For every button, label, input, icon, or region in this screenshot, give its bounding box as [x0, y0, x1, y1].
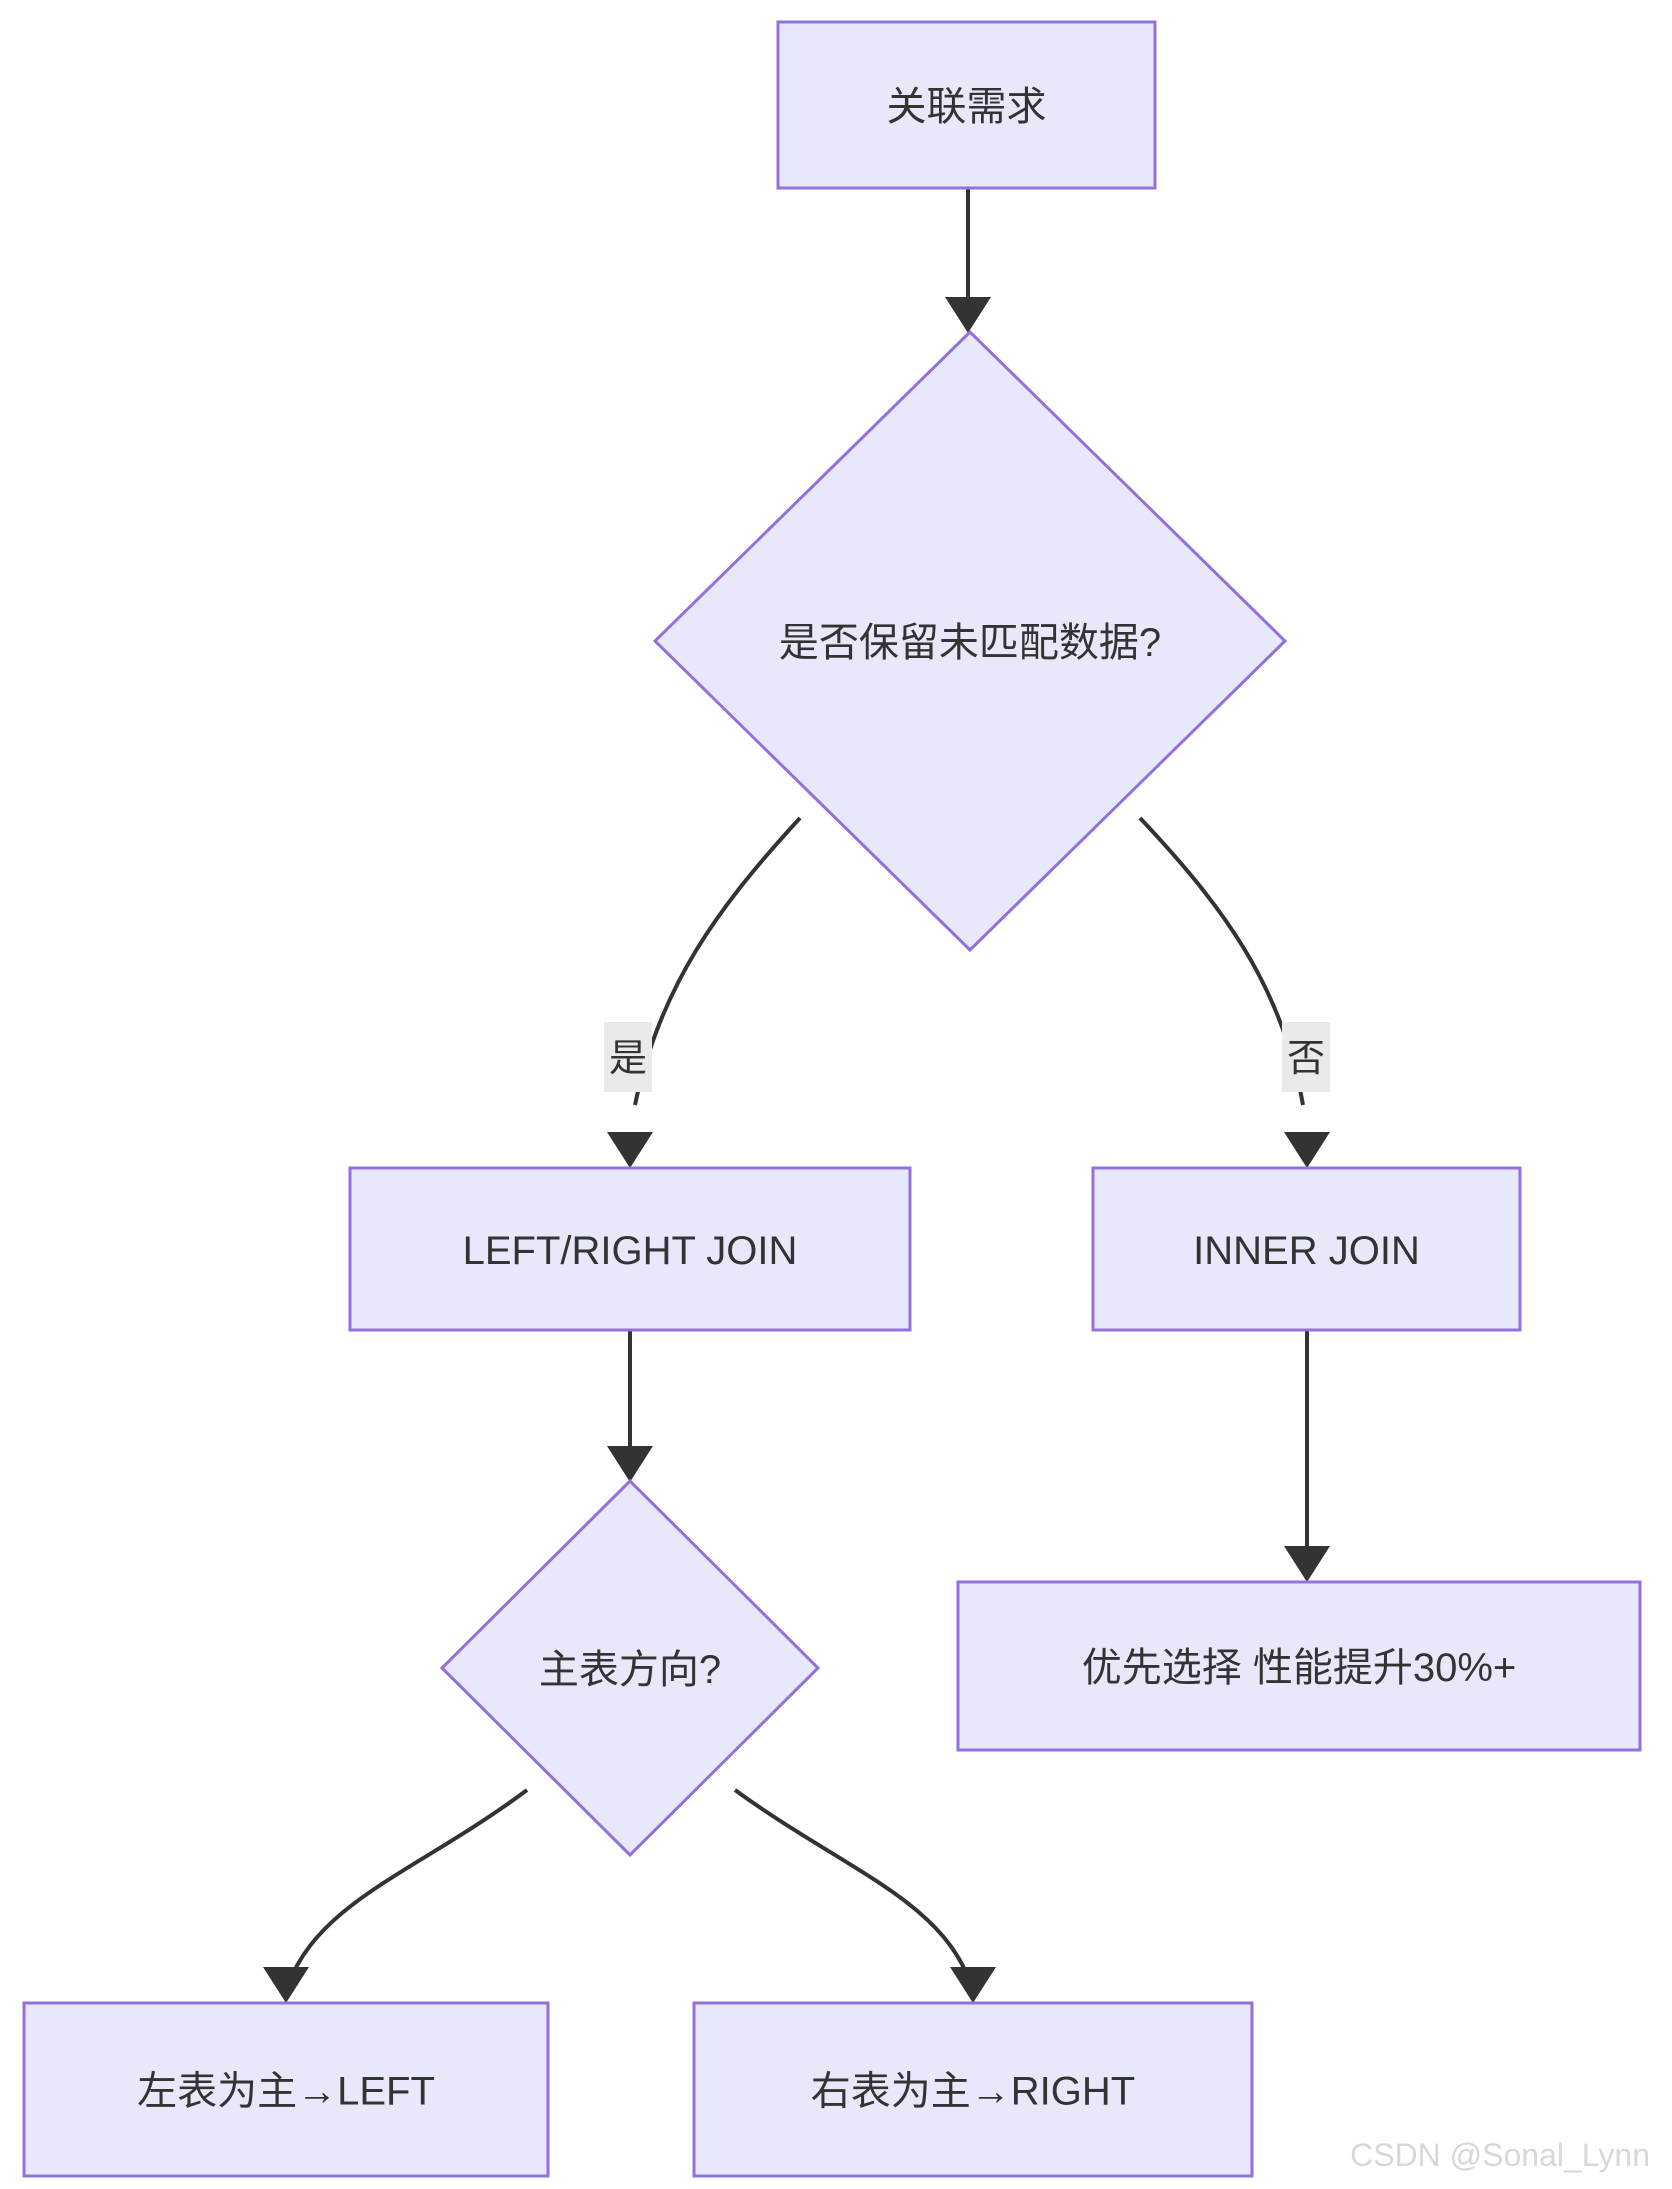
node-rect-shape[interactable]: [956, 1580, 1642, 1752]
node-label: 右表为主→RIGHT: [811, 2070, 1135, 2114]
node-rect-shape[interactable]: [348, 1166, 912, 1332]
edge-label-background: [604, 1022, 652, 1092]
edges-layer: [263, 188, 1330, 2003]
node-n5[interactable]: 主表方向?: [439, 1478, 821, 1858]
node-n4[interactable]: INNER JOIN: [1091, 1166, 1522, 1332]
edge-n2-to-n3: [607, 816, 802, 1168]
node-rect-shape[interactable]: [22, 2001, 550, 2178]
edge-n5-to-n8: [733, 1788, 996, 2003]
csdn-watermark: CSDN @Sonal_Lynn: [1350, 2137, 1650, 2173]
node-n8[interactable]: 右表为主→RIGHT: [692, 2001, 1254, 2178]
arrowhead-icon: [945, 297, 991, 333]
arrowhead-icon: [950, 1967, 996, 2003]
edge-label-text: 否: [1287, 1038, 1325, 1080]
edge-n1-to-n2: [945, 188, 991, 333]
edge-n3-to-n5: [607, 1330, 653, 1482]
arrowhead-icon: [1284, 1546, 1330, 1582]
edge-label-否: 否: [1282, 1022, 1330, 1092]
node-rect-shape[interactable]: [1091, 1166, 1522, 1332]
edge-n5-to-n7: [263, 1788, 529, 2003]
node-n1[interactable]: 关联需求: [776, 20, 1157, 190]
node-n7[interactable]: 左表为主→LEFT: [22, 2001, 550, 2178]
arrowhead-icon: [1284, 1132, 1330, 1168]
edge-line: [733, 1788, 973, 1986]
node-diamond-shape[interactable]: [652, 329, 1288, 953]
edge-line: [286, 1788, 529, 1986]
arrowhead-icon: [607, 1446, 653, 1482]
node-label: 是否保留未匹配数据?: [779, 621, 1161, 665]
node-label: LEFT/RIGHT JOIN: [463, 1229, 798, 1273]
edge-n2-to-n4: [1138, 816, 1330, 1168]
node-n3[interactable]: LEFT/RIGHT JOIN: [348, 1166, 912, 1332]
arrowhead-icon: [263, 1967, 309, 2003]
node-rect-shape[interactable]: [692, 2001, 1254, 2178]
node-label: 优先选择 性能提升30%+: [1082, 1646, 1517, 1690]
edge-label-是: 是: [604, 1022, 652, 1092]
node-diamond-shape[interactable]: [439, 1478, 821, 1858]
node-label: 关联需求: [887, 85, 1047, 129]
edge-label-background: [1282, 1022, 1330, 1092]
edge-line: [633, 816, 802, 1106]
node-n2[interactable]: 是否保留未匹配数据?: [652, 329, 1288, 953]
edge-label-text: 是: [609, 1038, 647, 1080]
arrowhead-icon: [607, 1132, 653, 1168]
edge-labels-layer: 是否: [604, 1022, 1330, 1092]
node-label: INNER JOIN: [1193, 1229, 1420, 1273]
node-rect-shape[interactable]: [776, 20, 1157, 190]
node-label: 主表方向?: [539, 1648, 721, 1692]
node-label: 左表为主→LEFT: [137, 2070, 435, 2114]
edge-line: [1138, 816, 1305, 1106]
edge-n4-to-n6: [1284, 1330, 1330, 1582]
node-n6[interactable]: 优先选择 性能提升30%+: [956, 1580, 1642, 1752]
